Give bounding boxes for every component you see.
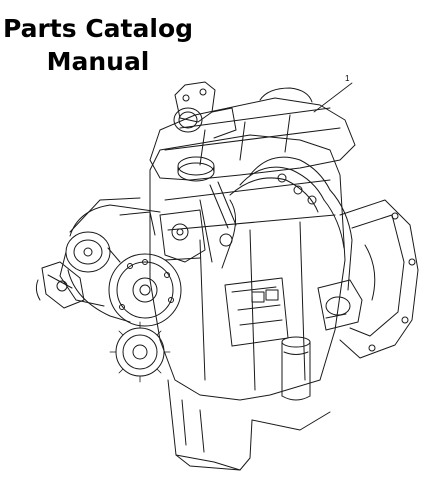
drive-belt — [67, 204, 161, 323]
valve-cover — [149, 87, 356, 182]
flywheel-housing — [339, 199, 419, 359]
title-line-2: Manual — [46, 47, 150, 76]
engine-block — [149, 134, 346, 401]
callout-number: 1 — [345, 74, 350, 83]
page-title: Parts Catalog Manual — [0, 12, 196, 78]
coolant-outlet — [173, 81, 237, 139]
front-cover — [119, 209, 206, 263]
oil-filter — [281, 336, 311, 401]
callout-marker: 1 — [313, 74, 353, 113]
starter-motor — [317, 279, 363, 331]
title-line-1: Parts Catalog — [2, 14, 194, 43]
compressor-bracket — [35, 261, 85, 309]
damper-gear — [109, 321, 171, 383]
oil-pan — [167, 379, 331, 471]
fuel-lines — [229, 156, 353, 291]
ecu-module — [224, 277, 289, 347]
intake-manifold — [199, 181, 237, 269]
crankshaft-pulley — [108, 253, 182, 327]
